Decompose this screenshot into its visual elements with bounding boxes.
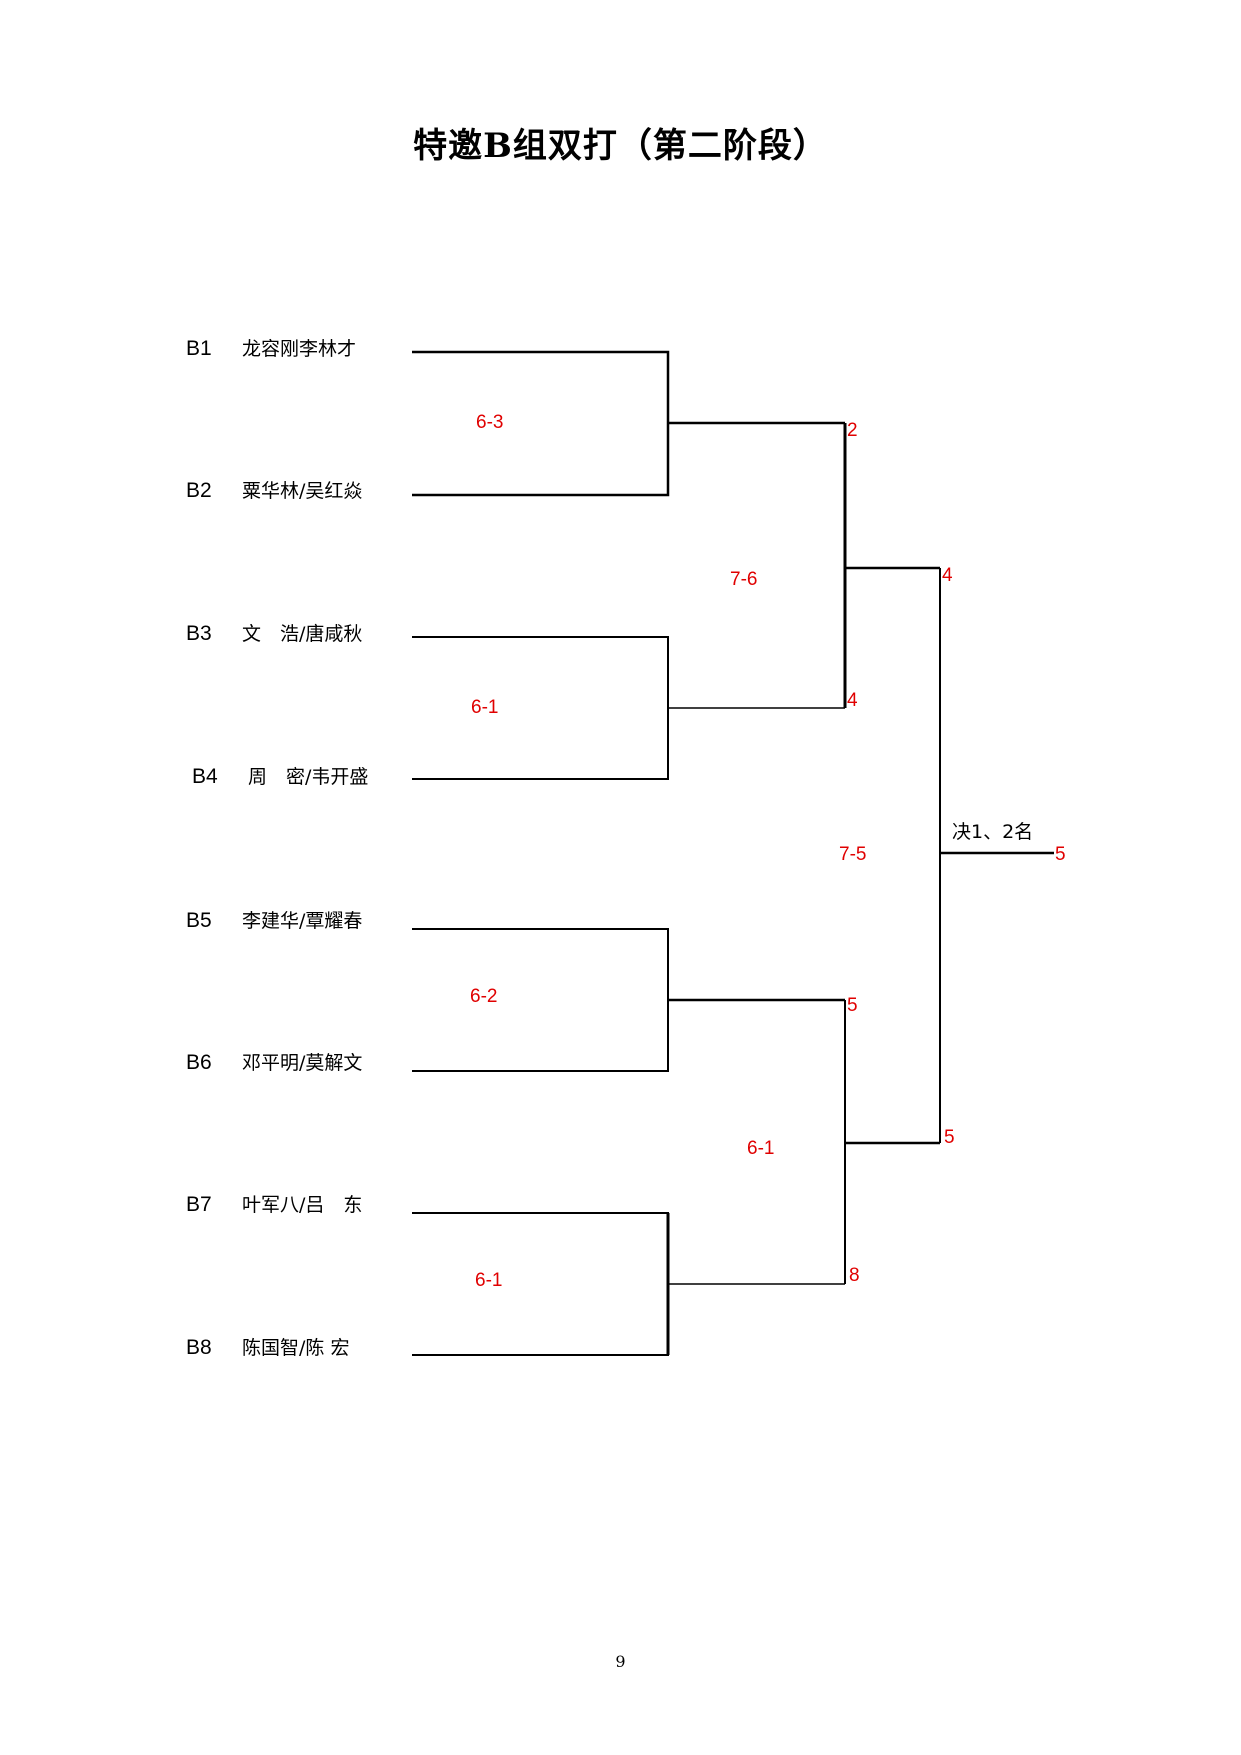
match-score: 6-2 [470,986,497,1007]
entry-seed: B7 [186,1193,212,1216]
page-number: 9 [615,1652,626,1671]
entry-name: 李建华/覃耀春 [242,910,362,932]
entry-name: 邓平明/莫解文 [242,1052,362,1074]
bracket-line [412,350,670,497]
entry-seed: B5 [186,909,212,932]
entry-name: 叶军八/吕 东 [242,1194,362,1216]
round1-match-2 [412,636,845,780]
match-score: 6-1 [471,697,498,718]
bracket-line [412,1212,669,1356]
semifinal-2 [844,1000,940,1284]
entry-b2: B2 粟华林/吴红焱 [186,479,362,502]
winner-label: 5 [944,1127,955,1148]
entry-name: 周 密/韦开盛 [248,766,368,788]
round1-match-3 [412,928,845,1072]
match-score: 6-1 [747,1138,774,1159]
entry-b4: B4 周 密/韦开盛 [192,765,368,788]
winner-label: 8 [849,1265,860,1286]
entry-b5: B5 李建华/覃耀春 [186,909,362,932]
entry-name: 粟华林/吴红焱 [242,480,362,502]
final-match [939,568,1054,1143]
round1-match-4 [412,1212,845,1356]
entry-b1: B1 龙容刚李林才 [186,337,356,360]
entry-seed: B8 [186,1336,212,1359]
match-score: 6-3 [476,412,503,433]
entry-seed: B4 [192,765,218,788]
round1-match-1 [412,350,845,497]
entry-seed: B2 [186,479,212,502]
winner-label: 5 [1055,844,1066,865]
entry-b6: B6 邓平明/莫解文 [186,1051,362,1074]
winner-label: 5 [847,995,858,1016]
entry-seed: B6 [186,1051,212,1074]
winner-label: 4 [847,690,858,711]
entry-name: 陈国智/陈 宏 [242,1337,349,1359]
winner-label: 4 [942,565,953,586]
semifinal-1 [843,423,940,708]
bracket-line [412,928,669,1072]
winner-label: 2 [847,420,858,441]
entry-seed: B1 [186,337,212,360]
match-score: 7-6 [730,569,757,590]
entry-b8: B8 陈国智/陈 宏 [186,1336,349,1359]
final-label: 决1、2名 [952,821,1033,843]
page-title: 特邀B组双打（第二阶段） [413,126,828,166]
bracket-line [412,636,669,780]
match-score: 6-1 [475,1270,502,1291]
entry-seed: B3 [186,622,212,645]
entry-name: 龙容刚李林才 [242,338,356,360]
entry-b7: B7 叶军八/吕 东 [186,1193,362,1216]
match-score: 7-5 [839,844,866,865]
entry-name: 文 浩/唐咸秋 [242,623,362,645]
entry-b3: B3 文 浩/唐咸秋 [186,622,362,645]
